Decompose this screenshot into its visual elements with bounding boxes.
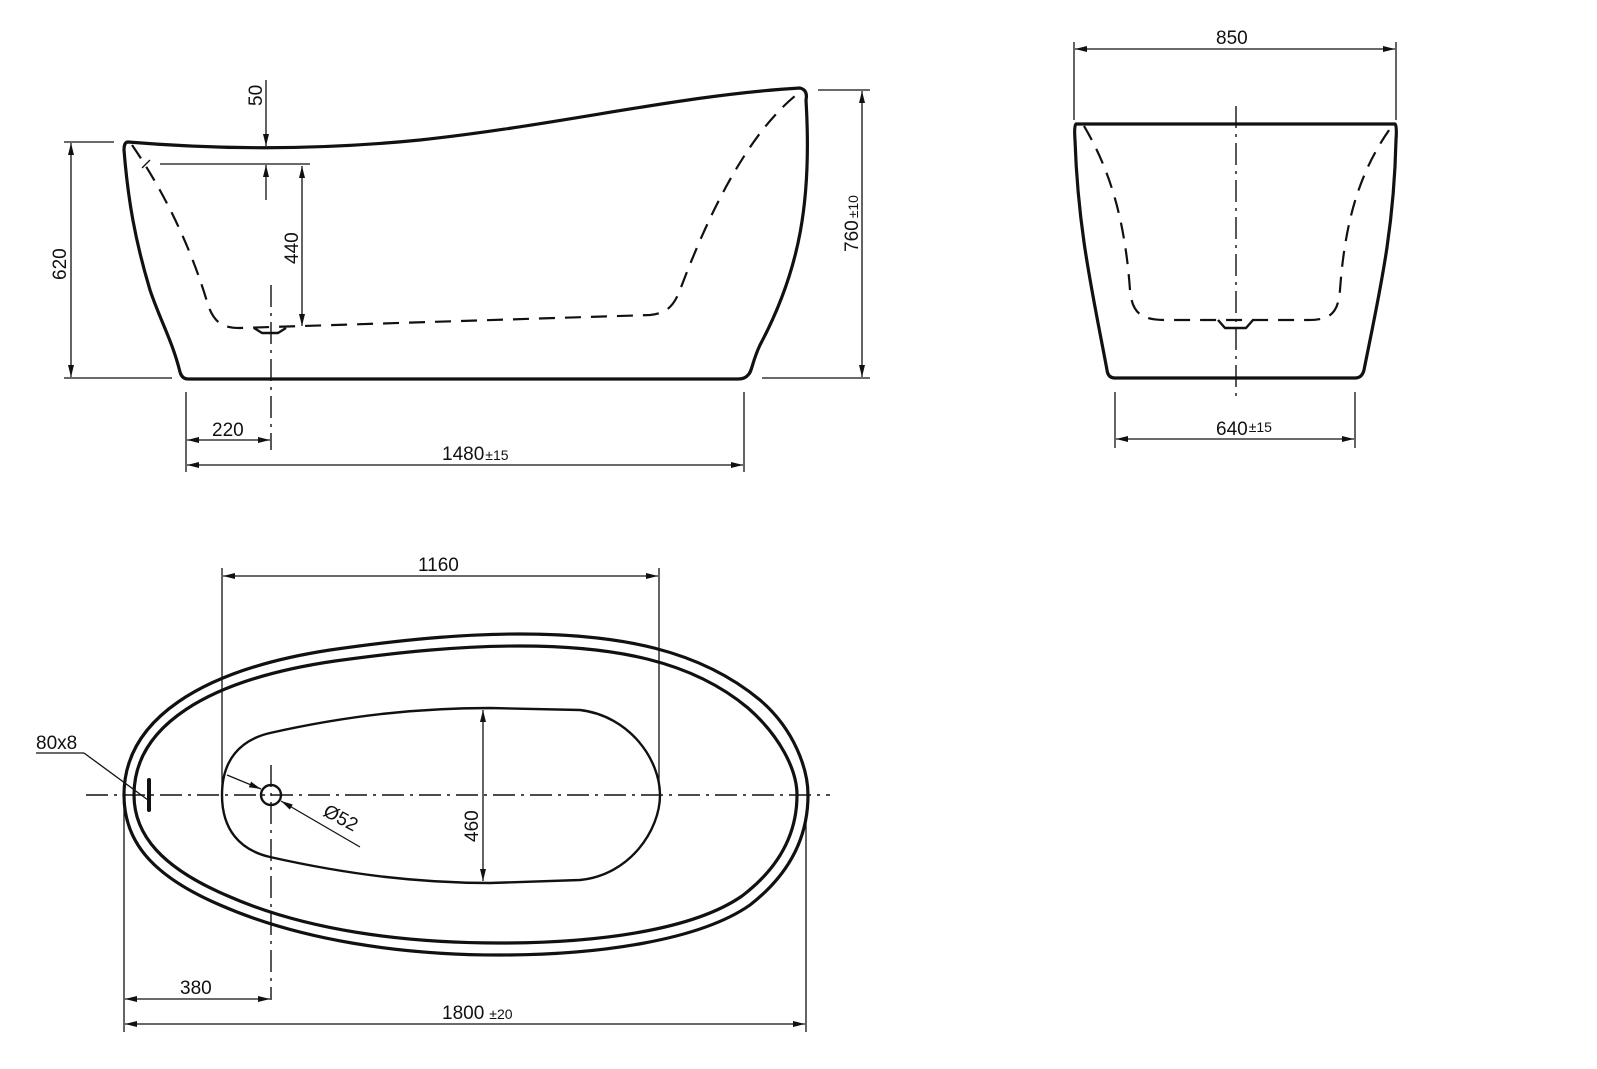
dim-drain-diameter: Ø52 [320,801,362,836]
dim-inner-width: 460 [462,810,483,842]
end-elevation-view: 850 640±15 [1073,28,1398,448]
dim-base-width: 640±15 [1216,419,1272,440]
dim-drain-offset: 220 [212,420,244,441]
side-drain [253,326,287,335]
side-outer-shell [122,86,810,381]
end-inner-basin [1083,125,1393,322]
plan-view: 80x8 Ø52 460 1160 380 1800±20 [36,555,830,1032]
side-elevation-view: 50 440 620 760±10 220 1480±15 [50,80,870,472]
end-outer-shell [1073,122,1398,380]
dim-drain-offset-plan: 380 [180,978,212,999]
dim-overall-length: 1800±20 [442,1003,513,1024]
dim-top-width: 850 [1216,28,1248,49]
dim-rim-height-low: 620 [50,248,71,280]
dim-rim-height-high: 760±10 [842,195,863,252]
dim-inner-length: 1160 [418,555,459,576]
dim-overflow-slot: 80x8 [36,733,77,754]
dim-inner-depth: 440 [282,232,303,264]
dim-overflow-offset: 50 [246,85,267,106]
dim-base-length: 1480±15 [442,444,509,465]
overflow-mark [141,159,151,169]
drain-circle [259,783,283,807]
side-inner-basin [131,91,801,330]
